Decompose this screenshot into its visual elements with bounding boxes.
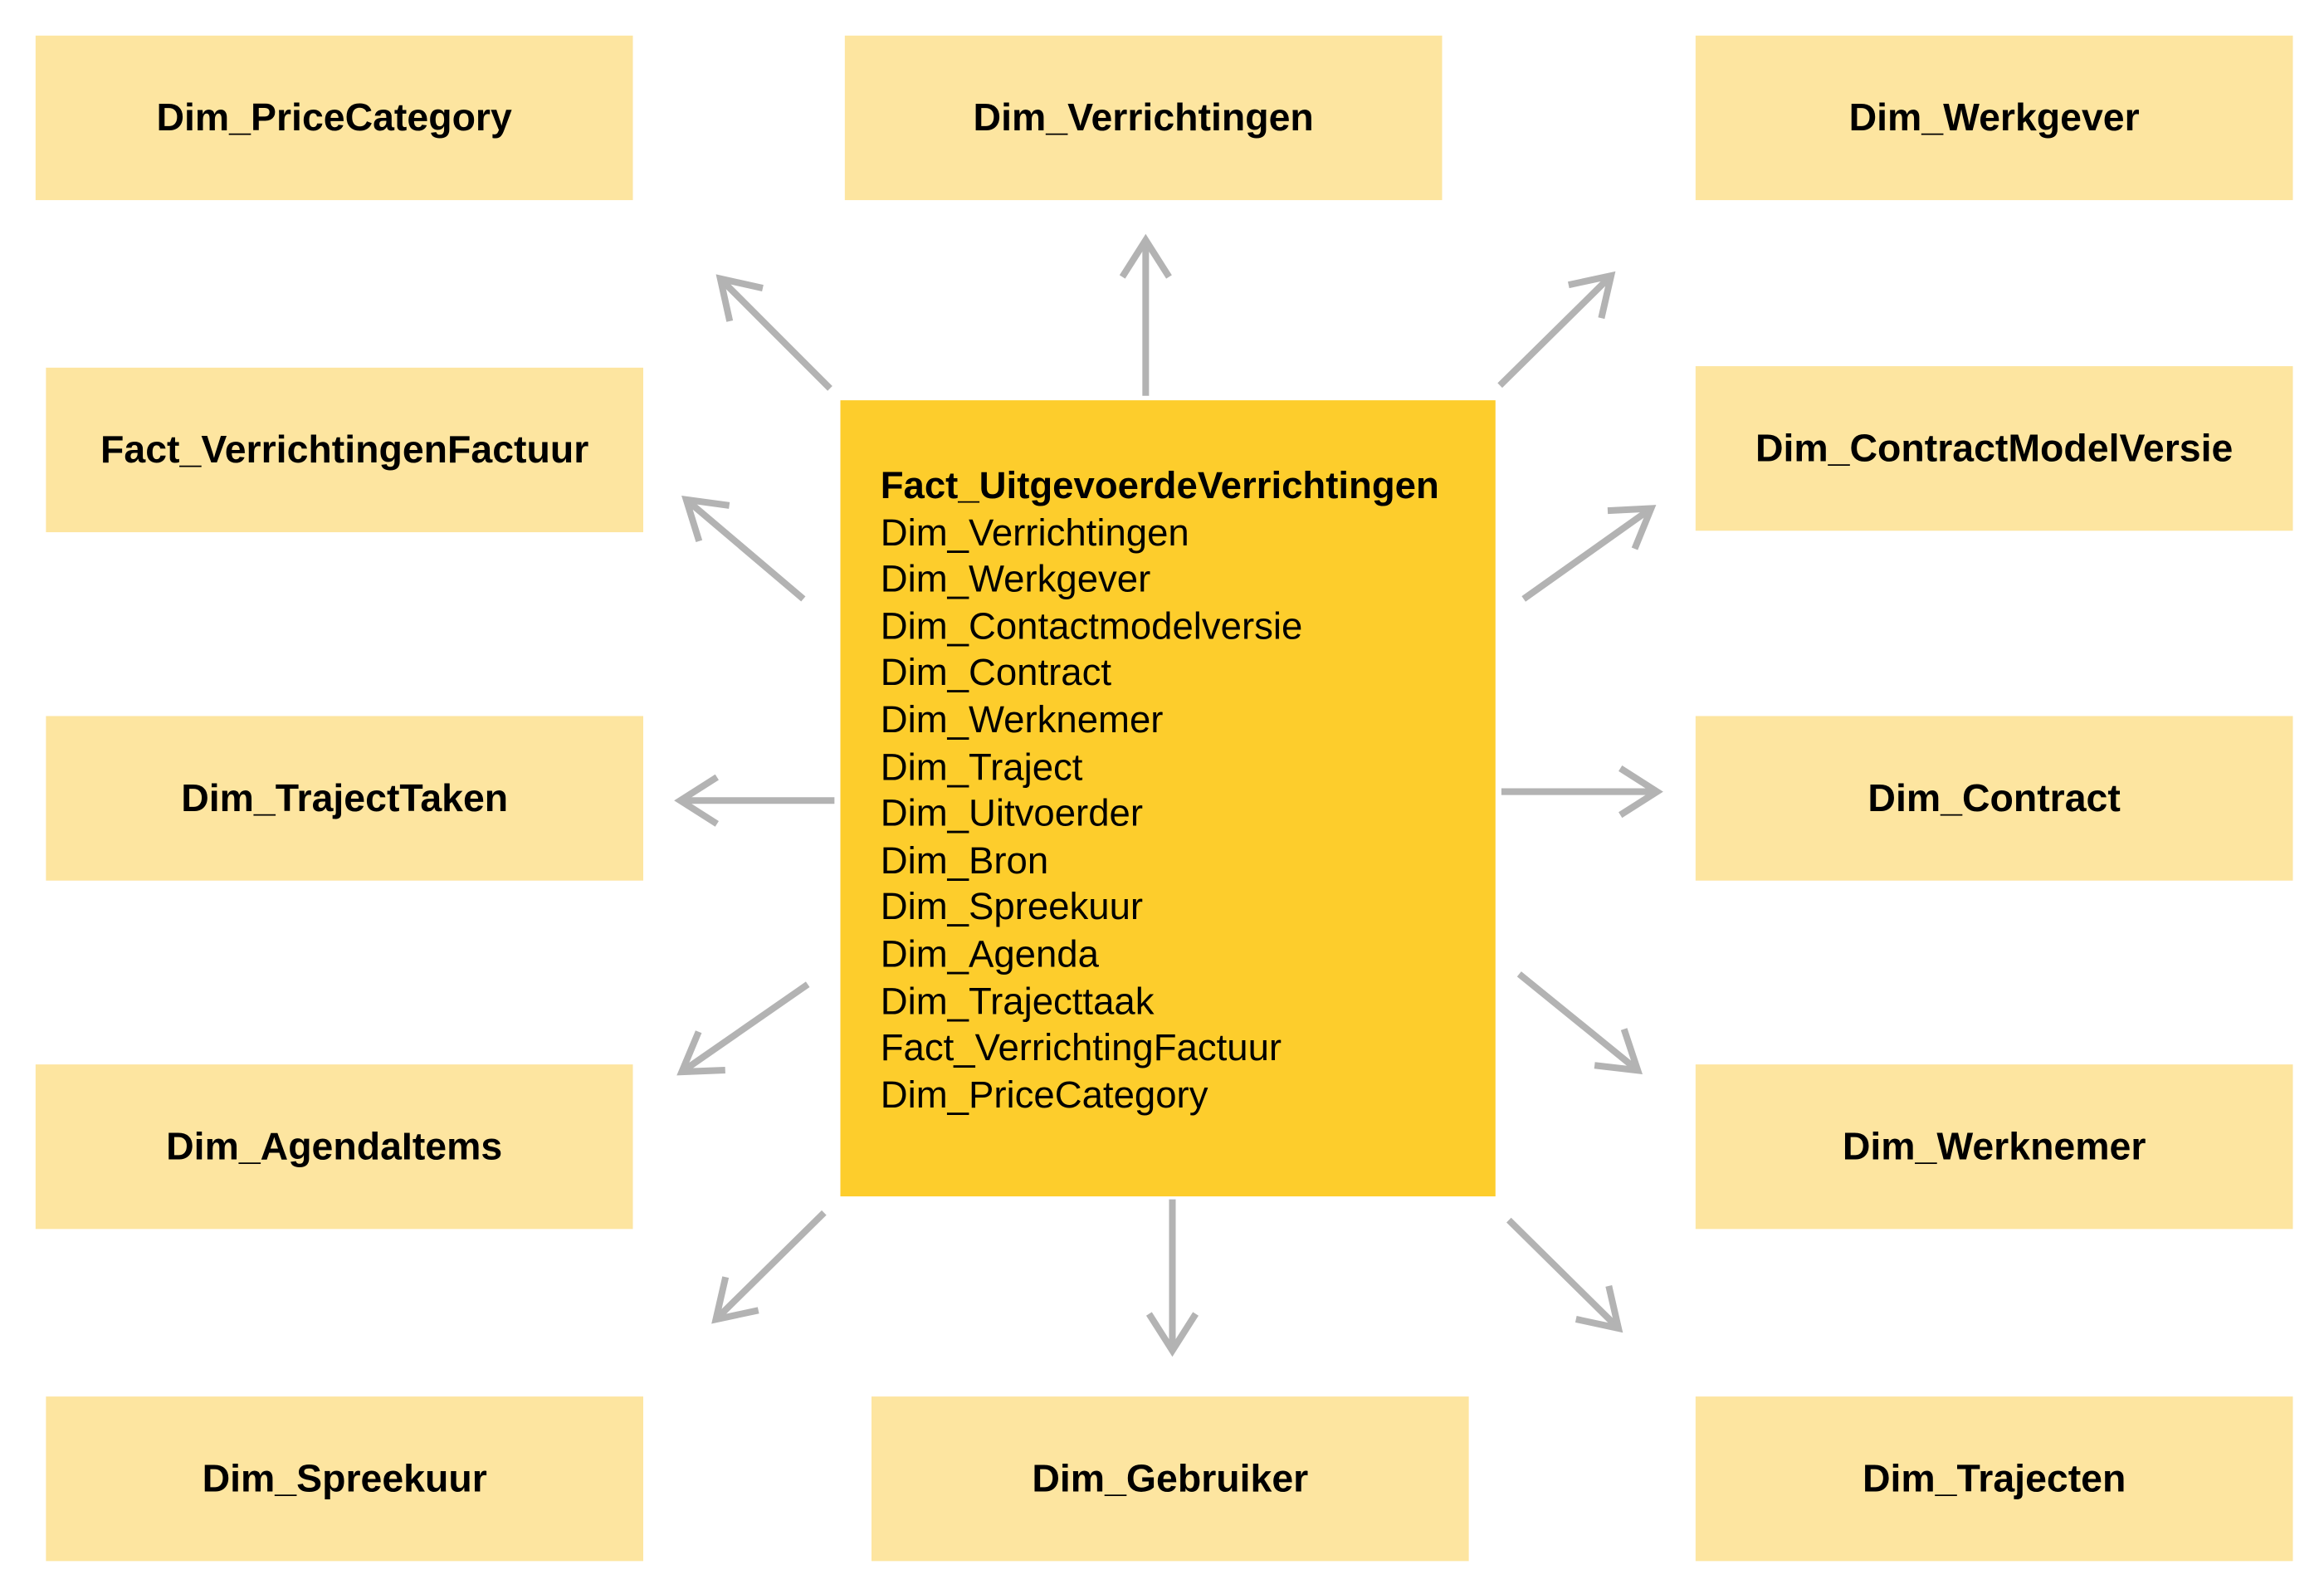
dimension-list-item: Fact_VerrichtingFactuur [880,1027,1282,1069]
dimension-list-item: Dim_Verrichtingen [880,512,1189,555]
arrow-to-agenda-items [676,981,810,1076]
arrow-to-verrichtingen-factuur [681,495,806,602]
dimension-list-item: Dim_Contactmodelversie [880,605,1303,648]
box-label: Dim_Werkgever [1848,95,2140,139]
dim-spreekuur-box: Dim_Spreekuur [46,1396,643,1562]
arrow-to-werknemer [1516,971,1643,1074]
arrow-to-werkgever [1497,271,1616,389]
arrow-to-price-category [715,274,832,391]
dimension-list-item: Dim_Bron [880,840,1049,883]
box-label: Dim_Gebruiker [1032,1455,1309,1501]
box-label: Dim_Contract [1868,775,2121,820]
dim-contract-box: Dim_Contract [1695,716,2293,881]
dimension-list-item: Dim_Werknemer [880,699,1164,741]
dim-gebruiker-box: Dim_Gebruiker [871,1396,1469,1562]
arrow-to-spreekuur [711,1210,827,1324]
dimension-list-item: Dim_Spreekuur [880,887,1144,929]
dimension-list-item: Dim_Agenda [880,933,1099,975]
dimension-list-item: Dim_Contract [880,653,1112,695]
box-label: Dim_Werknemer [1842,1123,2146,1169]
dimension-list-item: Dim_Uitvoerder [880,793,1144,835]
box-label: Dim_AgendaItems [166,1123,503,1169]
box-label: Dim_Trajecten [1862,1455,2126,1501]
dimension-list-item: Dim_Traject [880,746,1083,789]
dim-werkgever-box: Dim_Werkgever [1695,35,2293,201]
dim-agenda-items-box: Dim_AgendaItems [35,1064,633,1230]
dimension-list-item: Dim_Trajecttaak [880,980,1155,1023]
arrow-to-contract-model-versie [1521,505,1657,602]
dimension-list-item: Dim_PriceCategory [880,1074,1208,1117]
fact-verrichtingen-factuur-box: Fact_VerrichtingenFactuur [46,367,643,533]
dim-werknemer-box: Dim_Werknemer [1695,1064,2293,1230]
box-label: Dim_PriceCategory [156,95,512,139]
fact-table-box: Fact_UitgevoerdeVerrichtingen Dim_Verric… [840,400,1496,1197]
dim-price-category-box: Dim_PriceCategory [35,35,633,201]
dimension-list-item: Dim_Werkgever [880,559,1151,601]
fact-table-title: Fact_UitgevoerdeVerrichtingen [880,465,1439,507]
box-label: Dim_Spreekuur [202,1455,487,1501]
dim-traject-taken-box: Dim_TrajectTaken [46,716,643,881]
arrow-to-trajecten [1506,1217,1623,1333]
dim-contract-model-versie-box: Dim_ContractModelVersie [1695,366,2293,531]
dim-trajecten-box: Dim_Trajecten [1695,1396,2293,1562]
box-label: Dim_TrajectTaken [181,775,509,820]
box-label: Fact_VerrichtingenFactuur [100,427,589,472]
box-label: Dim_Verrichtingen [973,95,1314,139]
box-label: Dim_ContractModelVersie [1755,425,2234,471]
dim-verrichtingen-box: Dim_Verrichtingen [844,35,1443,201]
